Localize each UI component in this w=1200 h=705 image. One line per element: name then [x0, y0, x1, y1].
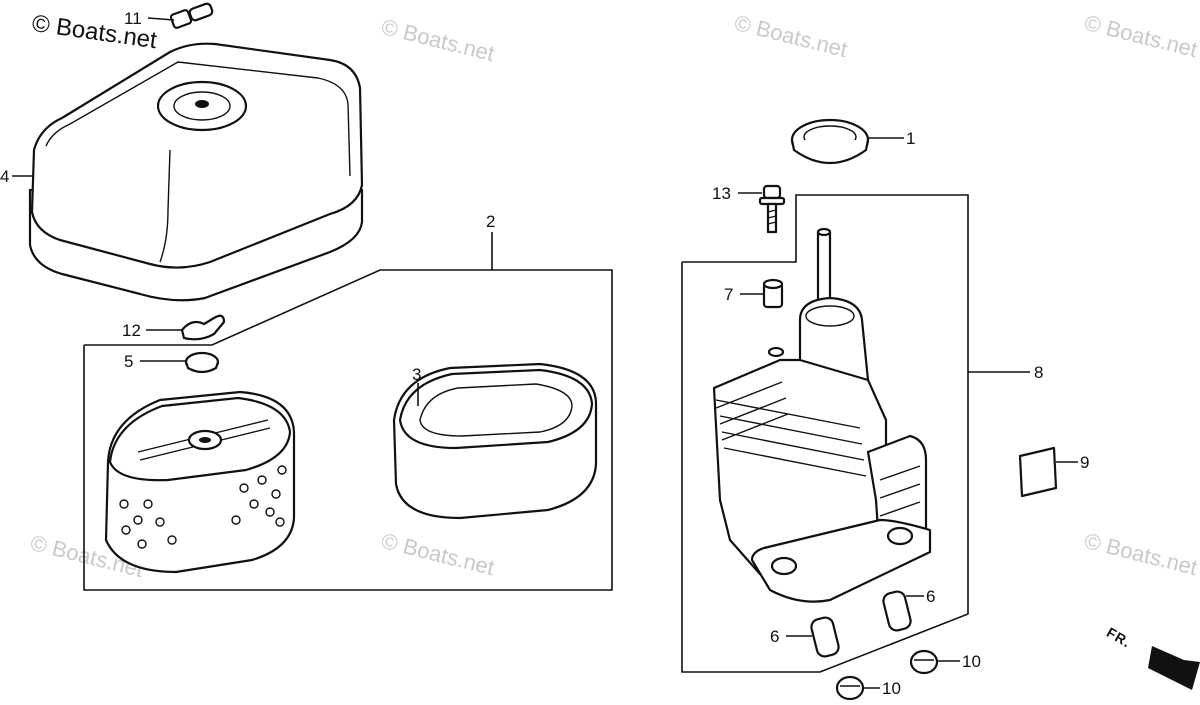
callout-3: 3 [412, 365, 421, 384]
group-outline-muffler [681, 194, 969, 673]
stud-6-lower [810, 616, 840, 658]
bolt-11 [169, 2, 214, 29]
front-direction-arrow-icon [1148, 646, 1200, 690]
nut-10-upper [909, 649, 939, 675]
callout-2: 2 [486, 212, 495, 231]
leader-11 [147, 17, 175, 21]
stud-6-upper [882, 590, 912, 632]
callout-13: 13 [712, 184, 731, 203]
grommet-5 [184, 351, 220, 374]
label-plate-9 [1018, 446, 1058, 498]
group-outline-air-cleaner [83, 269, 613, 591]
air-cleaner-cover [28, 42, 364, 302]
callout-5: 5 [124, 352, 133, 371]
air-cleaner-element [104, 390, 296, 574]
wing-nut-12 [180, 314, 226, 341]
callout-12: 12 [122, 321, 141, 340]
screw-13 [758, 184, 786, 234]
collar-7 [762, 278, 784, 309]
callout-7: 7 [724, 285, 733, 304]
callout-4: 4 [0, 167, 9, 186]
callout-9: 9 [1080, 453, 1089, 472]
gasket-ring-1 [790, 118, 870, 165]
callout-10-upper: 10 [962, 652, 981, 671]
callout-1: 1 [906, 129, 915, 148]
callout-10-lower: 10 [882, 679, 901, 698]
callout-6-lower: 6 [770, 627, 779, 646]
nut-10-lower [835, 675, 865, 701]
callout-8: 8 [1034, 363, 1043, 382]
callout-11: 11 [124, 9, 142, 28]
muffler-body [712, 227, 932, 603]
foam-element-3 [392, 362, 598, 520]
callout-6-upper: 6 [926, 587, 935, 606]
